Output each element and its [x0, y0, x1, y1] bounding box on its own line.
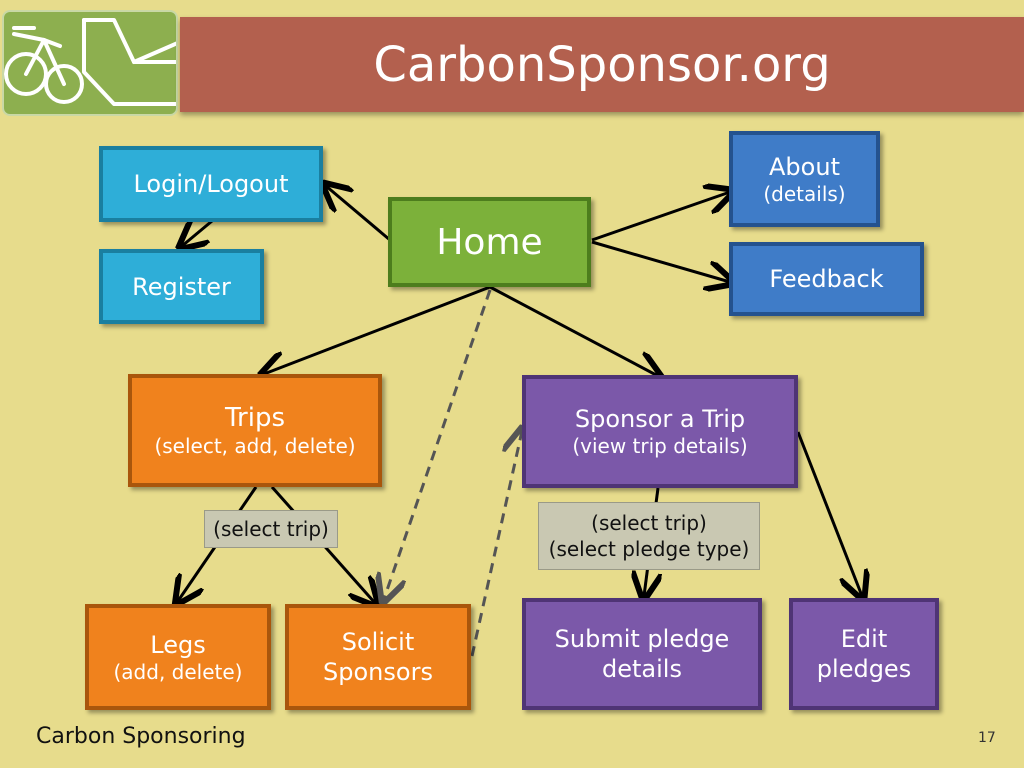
- legs-label: Legs: [150, 630, 206, 659]
- about-sublabel: (details): [763, 181, 846, 206]
- edit-line1: Edit: [840, 625, 888, 653]
- feedback-box: Feedback: [729, 242, 924, 316]
- legs-box: Legs (add, delete): [85, 604, 271, 710]
- trips-label: Trips: [224, 402, 286, 433]
- legs-sublabel: (add, delete): [113, 659, 243, 684]
- arrow-home-sponsor: [489, 285, 658, 376]
- arrow-home-about: [591, 192, 730, 242]
- submit-line2: details: [602, 655, 682, 683]
- select-trip-text: (select trip): [213, 517, 329, 541]
- trips-box: Trips (select, add, delete): [128, 374, 382, 487]
- page-title: CarbonSponsor.org: [373, 36, 831, 93]
- title-bar: [180, 17, 1024, 112]
- edit-pledges-box: Edit pledges: [789, 598, 939, 710]
- feedback-label: Feedback: [769, 265, 884, 293]
- sponsor-trip-label: Sponsor a Trip: [574, 405, 746, 433]
- select-trip-label: (select trip): [204, 510, 338, 548]
- submit-line1: Submit pledge: [554, 625, 730, 653]
- arrow-home-trips: [264, 285, 491, 374]
- select-pledge-type-text: (select pledge type): [548, 537, 750, 561]
- register-label: Register: [132, 272, 231, 301]
- dashed-arrow-home-solicit: [384, 289, 492, 599]
- arrow-sponsor-edit: [796, 431, 862, 596]
- select-trip-pledge-label: (select trip) (select pledge type): [538, 502, 760, 570]
- footer-text: Carbon Sponsoring: [36, 724, 246, 749]
- solicit-sponsors-box: Solicit Sponsors: [285, 604, 471, 710]
- sponsor-trip-sublabel: (view trip details): [572, 434, 748, 458]
- arrow-login-register: [182, 221, 213, 246]
- solicit-line2: Sponsors: [323, 658, 433, 686]
- dashed-arrow-solicit-sponsor: [470, 431, 522, 657]
- select-trip-text-2: (select trip): [591, 511, 707, 535]
- home-label: Home: [436, 221, 543, 263]
- bicycle-trailer-icon: [4, 18, 176, 106]
- about-box: About (details): [729, 131, 880, 227]
- edit-line2: pledges: [816, 655, 912, 683]
- sponsor-trip-box: Sponsor a Trip (view trip details): [522, 375, 798, 488]
- login-logout-box: Login/Logout: [99, 146, 323, 222]
- about-label: About: [769, 152, 840, 181]
- arrow-home-feedback: [591, 240, 730, 282]
- home-box: Home: [388, 197, 591, 287]
- arrow-home-login: [326, 186, 391, 242]
- solicit-line1: Solicit: [341, 628, 415, 656]
- login-logout-label: Login/Logout: [133, 170, 289, 198]
- page-number: 17: [978, 730, 996, 746]
- submit-pledge-box: Submit pledge details: [522, 598, 762, 710]
- bike-logo: [2, 10, 178, 116]
- register-box: Register: [99, 249, 264, 324]
- trips-sublabel: (select, add, delete): [154, 434, 356, 459]
